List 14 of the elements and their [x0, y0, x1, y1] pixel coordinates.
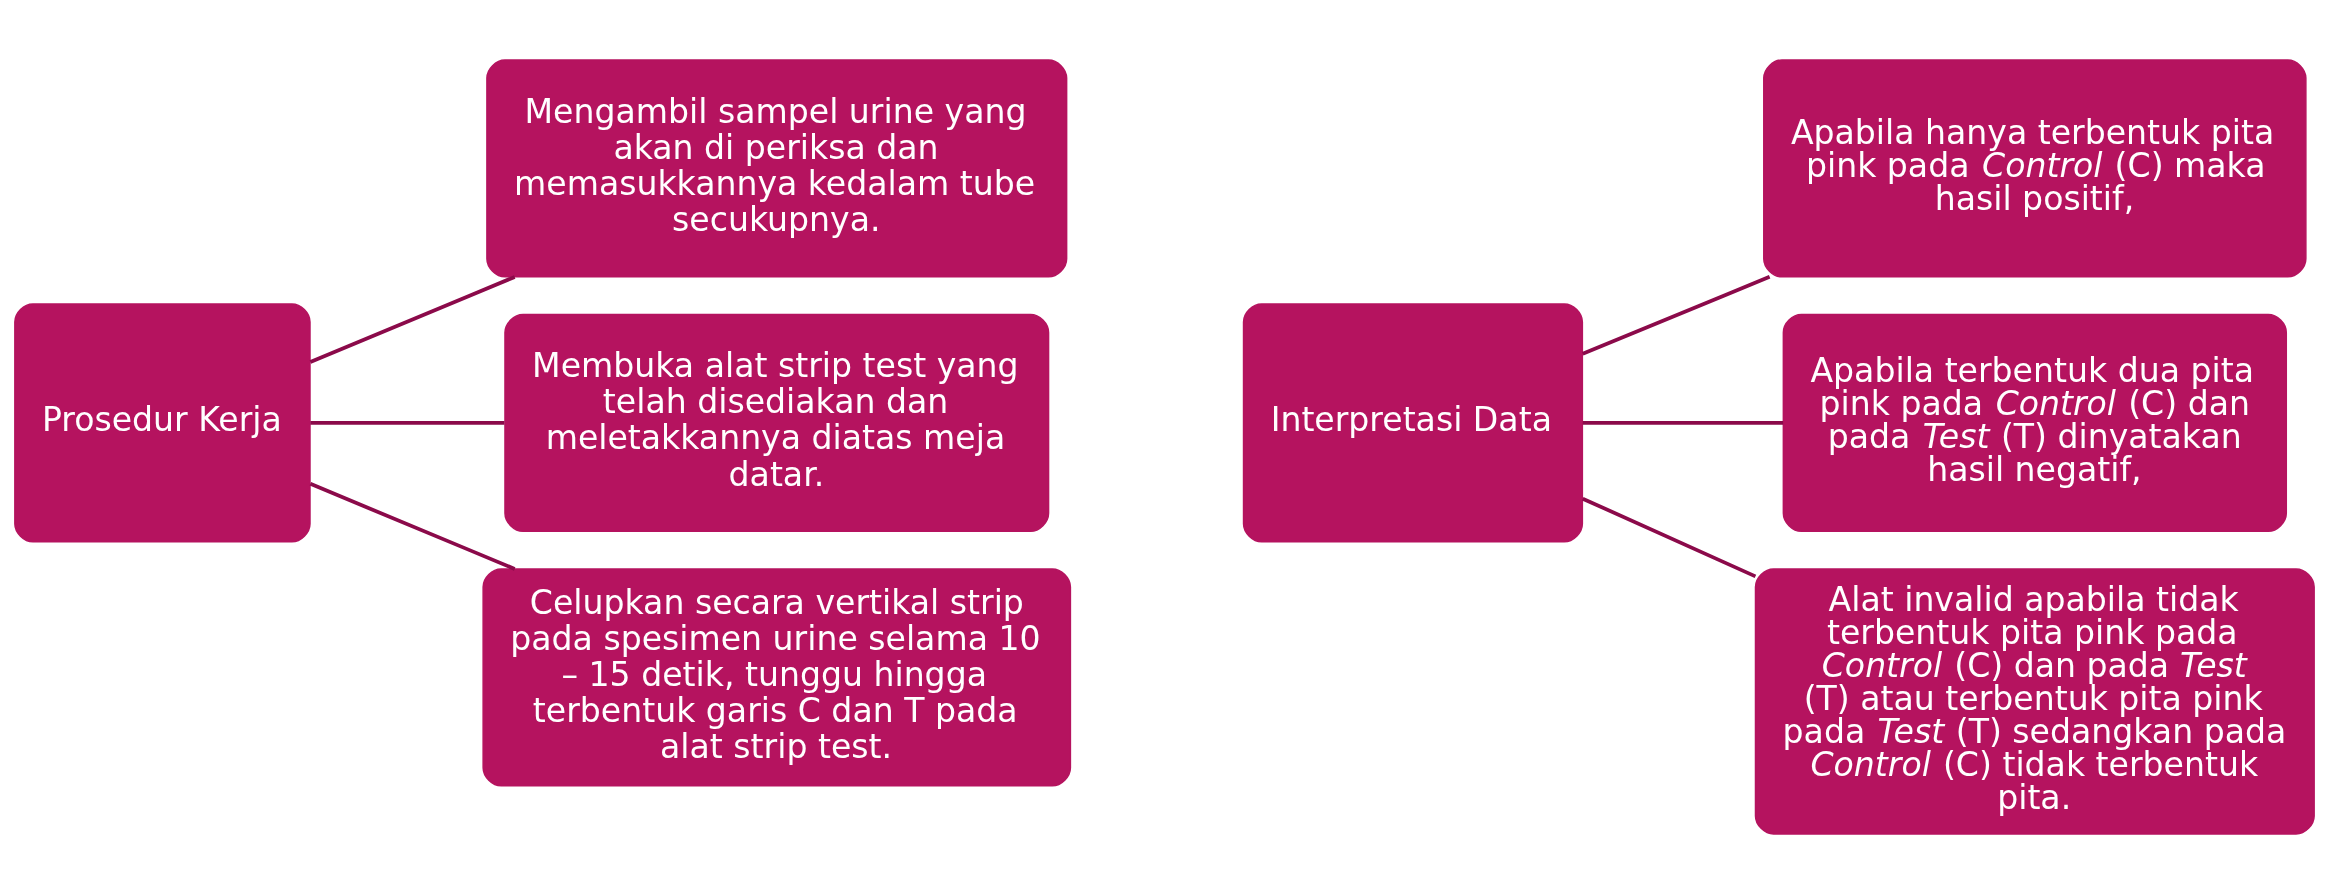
- connector: [1582, 420, 1784, 425]
- node-box: Alat invalid apabila tidak terbentuk pita pink pada Control (C) dan pada Test (T) atau terbentuk pita pink pada Test (T) sedangkan pada Control (C) tidak terbentuk pita.: [1754, 567, 2315, 835]
- connector: [1581, 496, 1757, 578]
- node-box: Celupkan secara vertikal strip pada spesimen urine selama 10 – 15 detik, tunggu hingga terbentuk garis C dan T pada alat strip test.: [482, 567, 1072, 787]
- node-box: Prosedur Kerja: [14, 302, 311, 543]
- node-box: Apabila terbentuk dua pita pink pada Control (C) dan pada Test (T) dinyatakan hasil negatif,: [1782, 313, 2288, 532]
- connector: [310, 420, 505, 425]
- connector: [309, 274, 516, 364]
- node-box: Interpretasi Data: [1242, 302, 1584, 543]
- connector: [309, 481, 516, 571]
- connector: [1582, 274, 1771, 355]
- node-box: Apabila hanya terbentuk pita pink pada Control (C) maka hasil positif,: [1763, 58, 2307, 278]
- node-box: Membuka alat strip test yang telah disediakan dan meletakkannya diatas meja datar.: [504, 313, 1050, 532]
- node-box: Mengambil sampel urine yang akan di periksa dan memasukkannya kedalam tube secukupnya.: [486, 58, 1068, 278]
